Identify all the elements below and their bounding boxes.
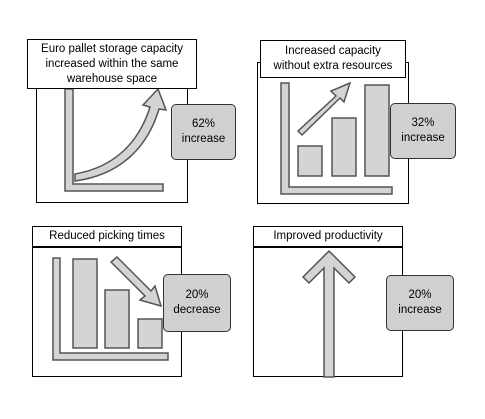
title-line: without extra resources (273, 60, 393, 72)
panel-picking-times-title: Reduced picking times (32, 226, 182, 247)
badge-value: 20% (408, 289, 432, 301)
badge-label: increase (398, 304, 442, 316)
badge-label: increase (181, 133, 226, 145)
panel-productivity-badge: 20% increase (386, 275, 454, 331)
title-line: Improved productivity (273, 230, 383, 242)
panel-productivity (253, 247, 403, 378)
title-line: Reduced picking times (49, 230, 165, 242)
up-arrow-icon (301, 249, 357, 378)
badge-label: increase (401, 132, 445, 144)
panel-capacity-resources (257, 62, 409, 204)
rising-bar-chart-icon (280, 81, 393, 195)
title-line: Euro pallet storage capacity (41, 42, 183, 55)
badge-label: decrease (173, 304, 221, 316)
badge-value: 32% (411, 117, 435, 129)
title-line: increased within the same (45, 57, 179, 70)
title-line: warehouse space (66, 72, 158, 85)
growth-curve-arrow-icon (64, 87, 168, 192)
panel-picking-times (32, 247, 182, 377)
panel-storage-capacity-badge: 62% increase (171, 104, 236, 160)
panel-picking-times-badge: 20% decrease (163, 274, 231, 332)
panel-productivity-title: Improved productivity (253, 226, 403, 247)
badge-value: 62% (191, 118, 216, 130)
panel-capacity-resources-title: Increased capacity without extra resourc… (260, 40, 406, 78)
falling-bar-chart-icon (52, 255, 169, 361)
badge-value: 20% (185, 289, 209, 301)
title-line: Increased capacity (285, 45, 381, 57)
panel-capacity-resources-badge: 32% increase (390, 103, 456, 159)
panel-storage-capacity-title: Euro pallet storage capacity increased w… (27, 39, 197, 89)
